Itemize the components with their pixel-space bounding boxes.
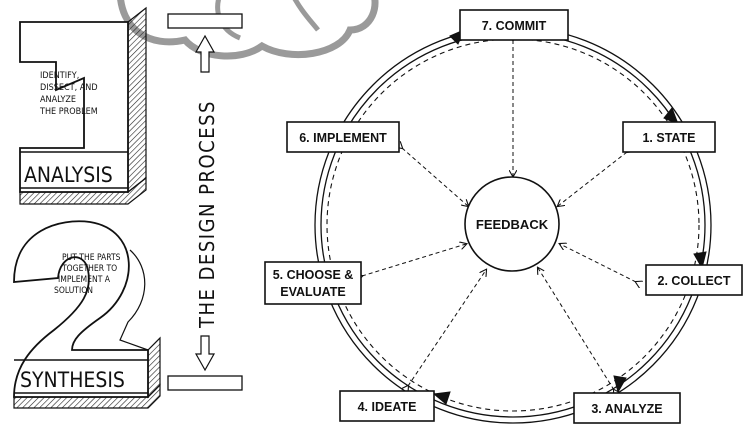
ring-arrow-icon [693, 251, 707, 270]
synthesis-desc-line: SOLUTION [54, 286, 93, 296]
step-choose-evaluate: 5. CHOOSE & EVALUATE [264, 261, 362, 305]
synthesis-label: SYNTHESIS [20, 368, 125, 392]
analysis-block [19, 6, 147, 205]
step-label: 3. ANALYZE [591, 402, 662, 416]
step-label: 4. IDEATE [358, 400, 417, 414]
thought-cloud [117, 0, 379, 60]
synthesis-desc-line: IMPLEMENT A [58, 275, 111, 285]
feedback-label: FEEDBACK [476, 217, 549, 232]
step-state: 1. STATE [622, 121, 716, 153]
analysis-desc-line: ANALYZE [40, 95, 76, 105]
step-collect: 2. COLLECT [645, 264, 743, 296]
feedback-node: FEEDBACK [464, 176, 560, 272]
down-arrow-icon [194, 335, 216, 372]
step-label: 6. IMPLEMENT [299, 131, 387, 145]
synthesis-desc-line: PUT THE PARTS [62, 253, 121, 263]
synthesis-description: PUT THE PARTS TOGETHER TO IMPLEMENT A SO… [54, 253, 121, 296]
analysis-desc-line: DISSECT, AND [40, 83, 98, 93]
up-arrow-icon [194, 34, 216, 73]
step-label: 1. STATE [642, 131, 695, 145]
feedback-spokes [362, 40, 636, 390]
ring-arrow-icon [663, 107, 679, 125]
step-analyze: 3. ANALYZE [573, 392, 681, 424]
step-label: EVALUATE [280, 285, 346, 299]
step-ideate: 4. IDEATE [339, 390, 435, 422]
synthesis-block [13, 220, 161, 409]
design-process-axis [167, 13, 243, 391]
step-commit: 7. COMMIT [459, 9, 569, 41]
step-label: 5. CHOOSE & [273, 268, 354, 282]
ring-arrow-icon [432, 391, 451, 405]
step-implement: 6. IMPLEMENT [286, 121, 400, 153]
step-label: 2. COLLECT [658, 274, 731, 288]
synthesis-desc-line: TOGETHER TO [61, 264, 117, 274]
analysis-label: ANALYSIS [24, 163, 113, 187]
analysis-desc-line: IDENTIFY, [40, 71, 79, 81]
design-process-label: THE DESIGN PROCESS [195, 100, 219, 329]
analysis-description: IDENTIFY, DISSECT, AND ANALYZE THE PROBL… [39, 71, 98, 117]
step-label: 7. COMMIT [482, 19, 547, 33]
analysis-desc-line: THE PROBLEM [39, 107, 98, 117]
